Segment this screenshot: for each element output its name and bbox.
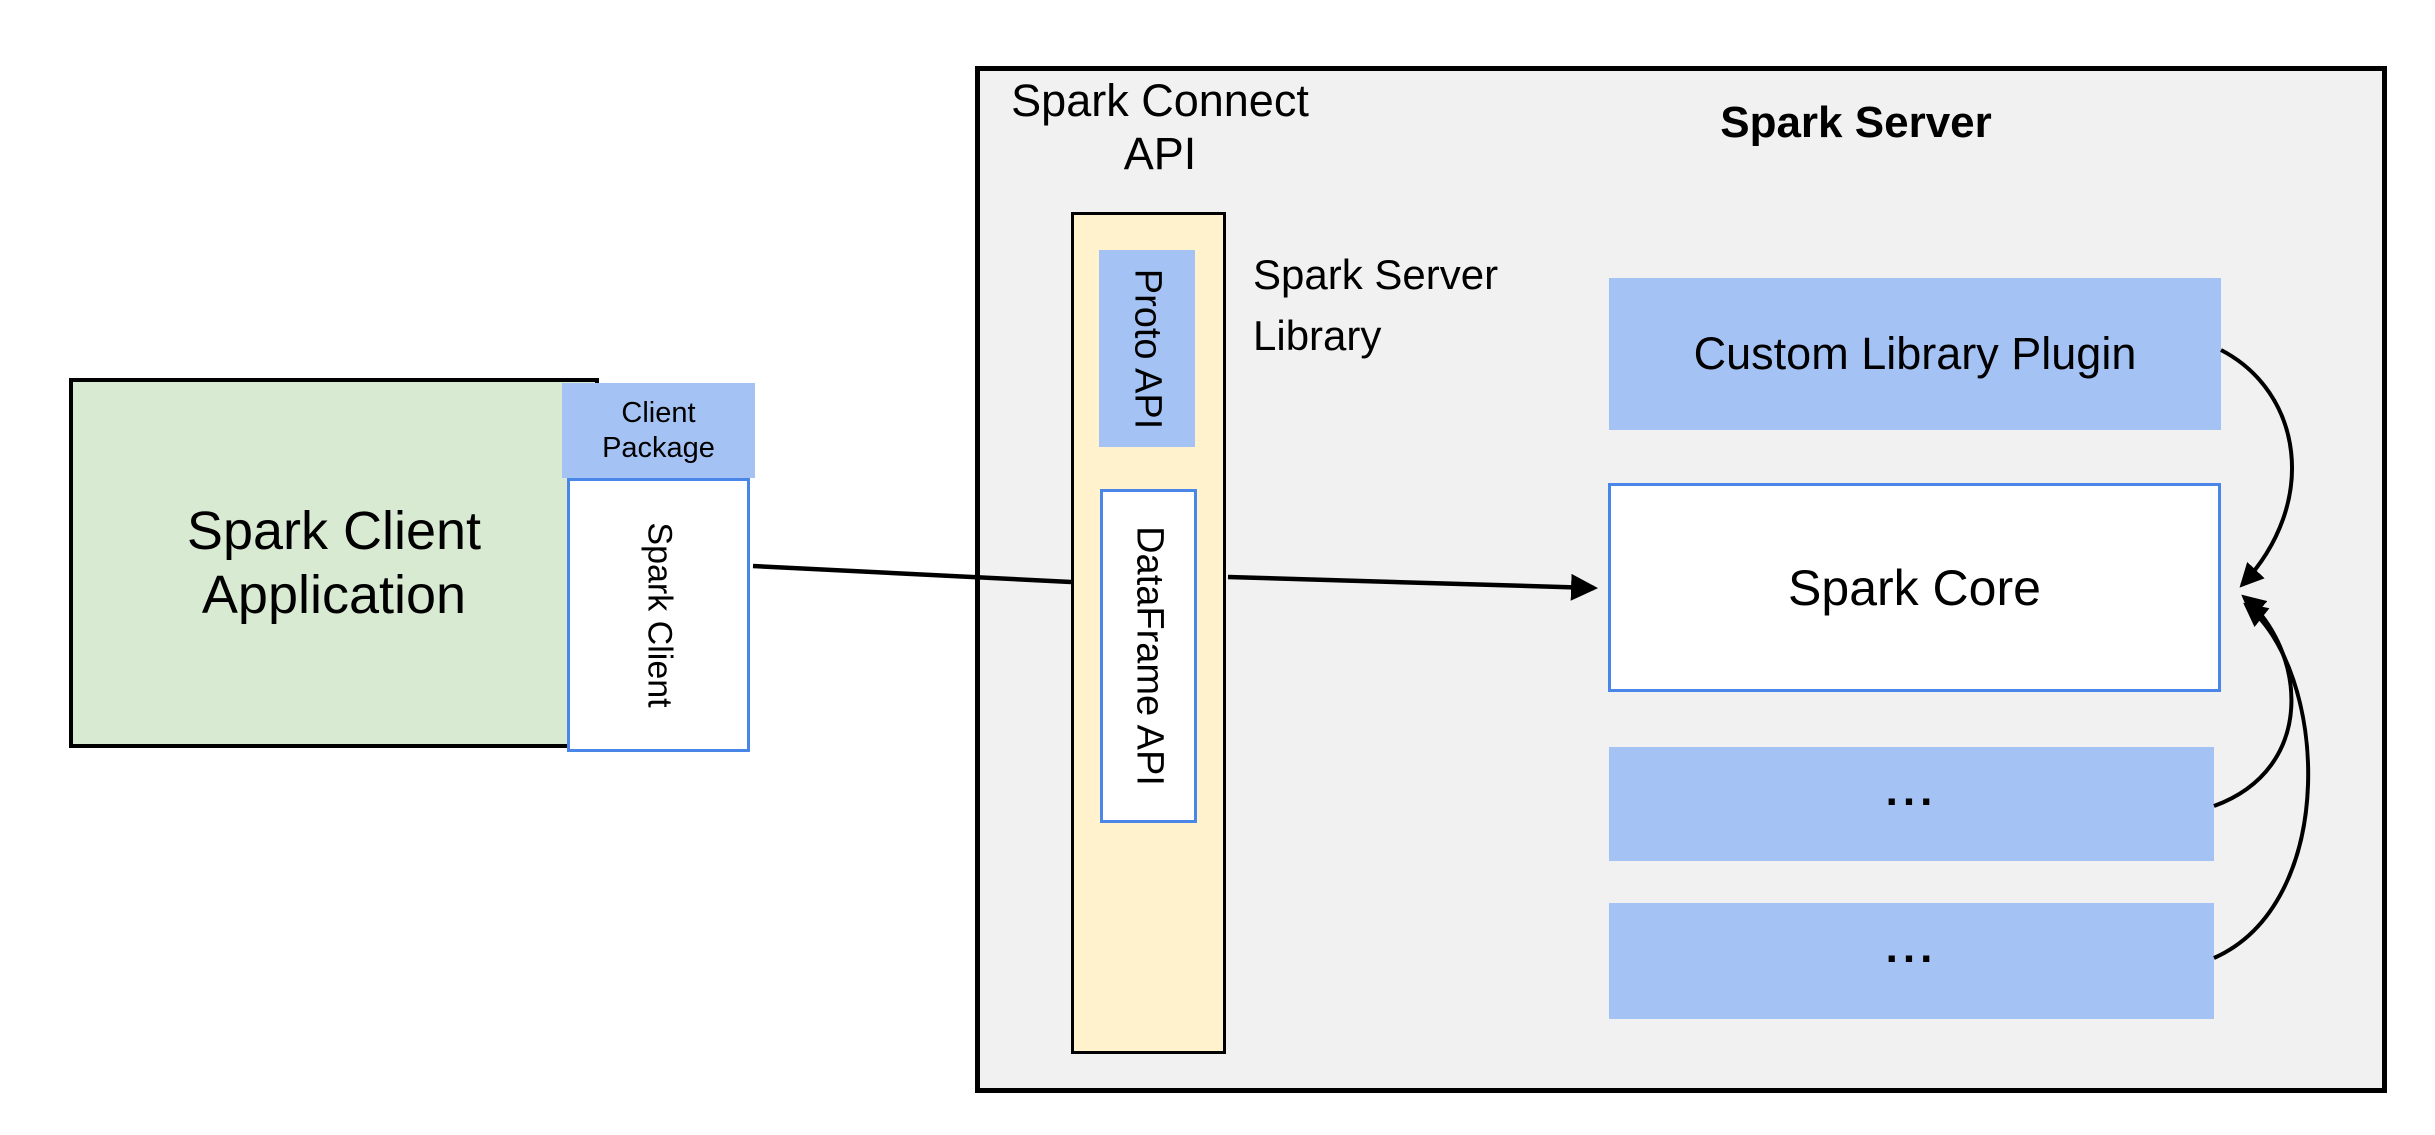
spark-client-application-label-line2: Application bbox=[201, 565, 467, 625]
spark-server-library-label-line2: Library bbox=[1253, 312, 1382, 359]
dataframe-api-box: DataFrame API bbox=[1100, 489, 1197, 823]
spark-connect-api-label-line1: Spark Connect bbox=[1011, 75, 1309, 126]
dataframe-api-label-wrap: DataFrame API bbox=[1103, 492, 1194, 820]
spark-client-application-label-line1: Spark Client bbox=[186, 501, 482, 561]
spark-server-title: Spark Server bbox=[1720, 98, 1992, 147]
proto-api-label: Proto API bbox=[1126, 268, 1169, 429]
spark-server-library-label: Spark Server Library bbox=[1253, 244, 1498, 366]
spark-core-box: Spark Core bbox=[1608, 483, 2221, 692]
spark-connect-api-label: Spark Connect API bbox=[960, 74, 1360, 180]
ellipsis-plugin-box-2: ... bbox=[1609, 903, 2214, 1019]
ellipsis-label-1: ... bbox=[1885, 766, 1938, 815]
custom-library-plugin-label: Custom Library Plugin bbox=[1693, 328, 2137, 379]
dataframe-api-label: DataFrame API bbox=[1128, 526, 1170, 786]
spark-client-application-label: Spark Client Application bbox=[187, 499, 481, 627]
spark-client-label-wrap: Spark Client bbox=[570, 481, 747, 749]
proto-api-box: Proto API bbox=[1099, 250, 1195, 447]
client-package-label: Client Package bbox=[602, 396, 715, 466]
client-package-box: Client Package bbox=[562, 383, 755, 478]
ellipsis-plugin-box-1: ... bbox=[1609, 747, 2214, 861]
spark-server-library-label-line1: Spark Server bbox=[1253, 251, 1499, 298]
client-package-label-line1: Client bbox=[621, 396, 696, 429]
spark-core-label: Spark Core bbox=[1788, 559, 2041, 616]
client-package-label-line2: Package bbox=[602, 431, 715, 464]
spark-connect-api-label-line2: API bbox=[1123, 128, 1197, 179]
ellipsis-label-2: ... bbox=[1885, 923, 1938, 972]
spark-client-box: Spark Client bbox=[567, 478, 750, 752]
proto-api-label-wrap: Proto API bbox=[1099, 250, 1195, 447]
spark-client-application-box: Spark Client Application bbox=[69, 378, 599, 748]
spark-client-label: Spark Client bbox=[640, 522, 678, 708]
custom-library-plugin-box: Custom Library Plugin bbox=[1609, 278, 2221, 430]
